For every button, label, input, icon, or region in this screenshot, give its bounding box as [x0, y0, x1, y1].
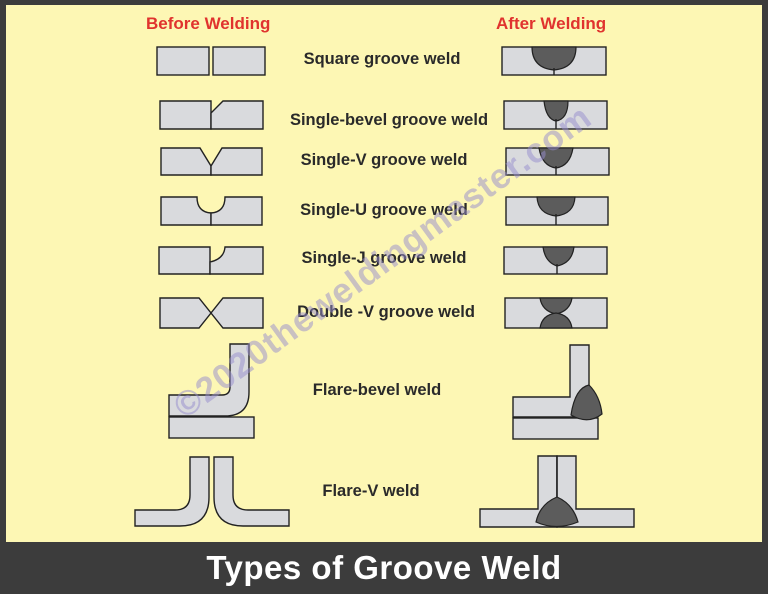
flare-v-before [134, 456, 290, 527]
square-groove-before [156, 46, 266, 76]
footer-title: Types of Groove Weld [206, 549, 562, 586]
weld-label: Single-J groove weld [301, 249, 467, 267]
weld-label: Square groove weld [303, 50, 461, 68]
single-u-after [505, 196, 609, 226]
weld-label: Flare-V weld [322, 482, 420, 500]
before-welding-header: Before Welding [146, 14, 271, 33]
flare-bevel-after [512, 344, 603, 440]
flare-v-after [479, 455, 635, 528]
single-j-after [503, 246, 608, 275]
single-j-before [158, 246, 264, 275]
single-bevel-before [159, 100, 264, 130]
double-v-after [504, 297, 608, 329]
diagram-panel [6, 5, 762, 542]
single-bevel-after [503, 100, 608, 130]
weld-label: Flare-bevel weld [312, 381, 442, 399]
weld-label: Single-bevel groove weld [289, 111, 489, 129]
after-welding-header: After Welding [496, 14, 607, 33]
flare-bevel-before [168, 343, 255, 439]
square-groove-after [501, 46, 607, 76]
double-v-before [159, 297, 264, 329]
single-u-before [160, 196, 263, 226]
weld-label: Single-V groove weld [300, 151, 468, 169]
weld-label: Single-U groove weld [300, 201, 468, 219]
single-v-before [160, 147, 263, 176]
weld-label: Double -V groove weld [297, 303, 475, 321]
single-v-after [505, 147, 610, 176]
